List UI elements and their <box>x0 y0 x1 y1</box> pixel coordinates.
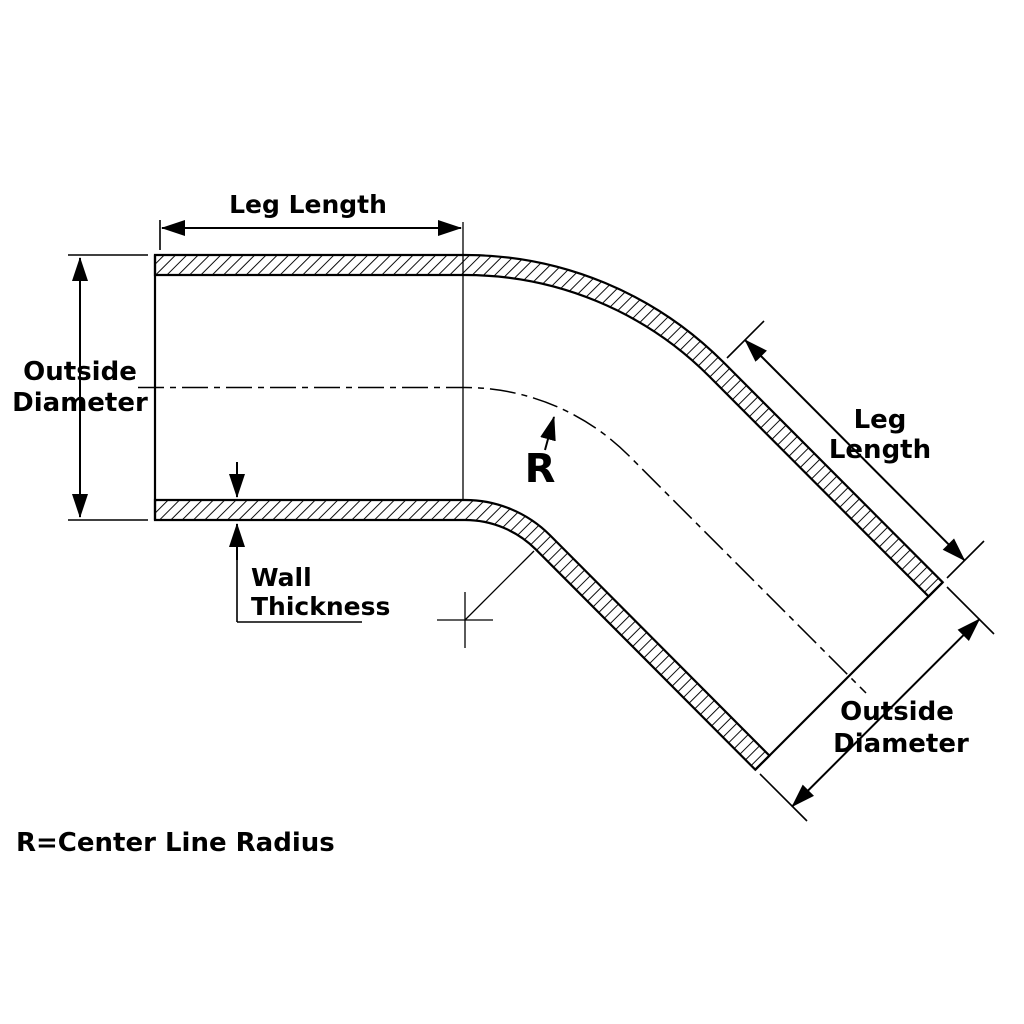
left-od-label-line2: Diameter <box>12 388 148 418</box>
extension-line <box>759 773 808 822</box>
dim-top-leg-length: Leg Length <box>159 190 462 250</box>
bend-radius-line <box>464 550 535 621</box>
right-leg-length-label-line2: Length <box>829 435 931 465</box>
radius-arrow <box>540 416 556 451</box>
dim-right-outside-diameter: Outside Diameter <box>759 586 995 822</box>
footnote-radius-definition: R=Center Line Radius <box>16 828 335 858</box>
radius-callout: R <box>437 416 556 648</box>
right-od-label-line1: Outside <box>840 697 954 727</box>
tube-bottom-wall-hatched <box>153 498 771 772</box>
right-leg-length-label-line1: Leg <box>854 405 907 435</box>
dim-right-leg-length: Leg Length <box>726 320 985 579</box>
wall-thickness-label-line2: Thickness <box>251 592 390 621</box>
extension-line <box>946 540 985 579</box>
extension-line <box>946 586 995 635</box>
left-od-label-line1: Outside <box>23 357 137 387</box>
radius-label: R <box>525 446 556 492</box>
tube-centerline <box>138 386 867 694</box>
wall-thickness-label-line1: Wall <box>251 563 312 592</box>
elbow-tube <box>138 222 945 772</box>
dim-left-outside-diameter: Outside Diameter <box>12 254 148 521</box>
top-leg-length-label: Leg Length <box>229 190 387 219</box>
right-od-label-line2: Diameter <box>833 729 969 759</box>
dimension-arrow-line <box>791 618 981 808</box>
dim-wall-thickness: Wall Thickness <box>229 462 390 623</box>
dimension-arrow-line <box>744 339 966 562</box>
